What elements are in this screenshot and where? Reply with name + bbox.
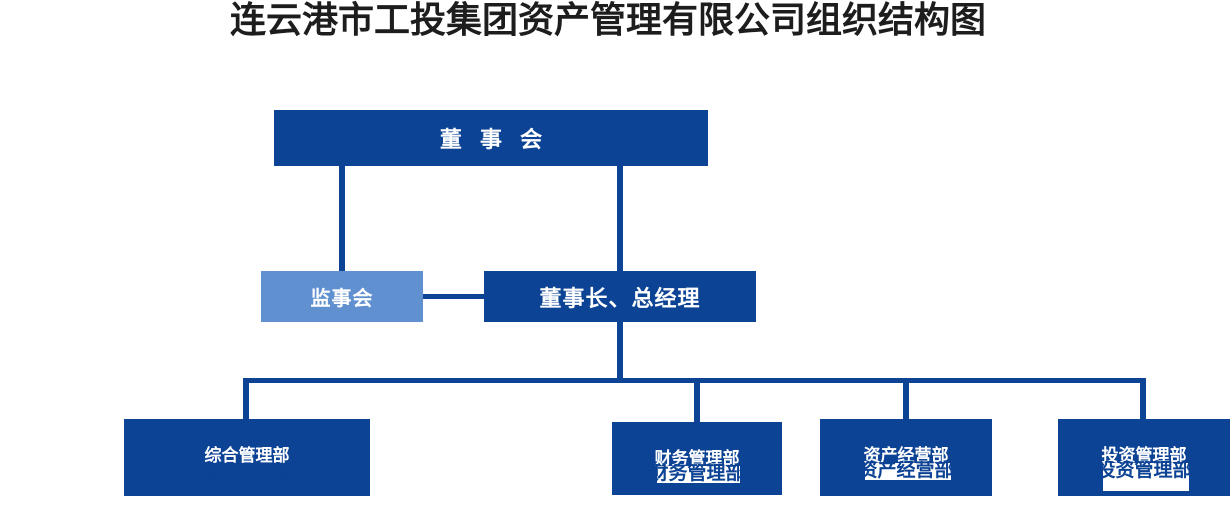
connector-drop-dept-3 <box>903 378 909 419</box>
node-supervisory-board[interactable]: 监事会 <box>261 271 423 322</box>
department-label-2: 财务管理部 <box>654 449 740 468</box>
department-overlay-label-3: 资产经营部 <box>858 461 954 480</box>
node-department-finance[interactable]: 财务管理部 财务管理部 <box>612 422 782 495</box>
page-title: 连云港市工投集团资产管理有限公司组织结构图 <box>230 0 987 40</box>
node-chairman-label: 董事长、总经理 <box>539 285 701 311</box>
node-department-general-management[interactable]: 综合管理部 <box>124 419 370 496</box>
department-overlay-label-1: 综合管理部 <box>199 464 295 483</box>
node-department-investment[interactable]: 投资管理部 投资管理部 <box>1058 419 1230 496</box>
department-label-4: 投资管理部 <box>1101 446 1187 465</box>
connector-drop-dept-2 <box>694 378 700 422</box>
department-overlay-box-3[interactable] <box>865 463 951 480</box>
connector-drop-dept-4 <box>1140 378 1146 419</box>
department-label-1: 综合管理部 <box>204 446 290 465</box>
node-chairman-general-manager[interactable]: 董事长、总经理 <box>484 271 756 322</box>
node-department-asset-operation[interactable]: 资产经营部 资产经营部 <box>820 419 992 496</box>
connector-board-to-chairman <box>617 166 623 272</box>
node-board-of-directors[interactable]: 董 事 会 <box>274 110 708 166</box>
connector-drop-dept-1 <box>243 378 249 419</box>
department-overlay-box-4[interactable] <box>1103 463 1189 491</box>
node-supervisory-board-label: 监事会 <box>310 288 374 310</box>
department-overlay-label-2: 财务管理部 <box>649 464 745 483</box>
connector-chairman-drop <box>617 322 623 378</box>
node-board-label: 董 事 会 <box>439 127 549 152</box>
connector-supervisor-to-chairman <box>423 294 484 299</box>
department-label-3: 资产经营部 <box>863 446 949 465</box>
connector-board-to-supervisor <box>339 166 345 272</box>
department-overlay-label-4: 投资管理部 <box>1096 461 1192 480</box>
department-overlay-box-2[interactable] <box>657 466 740 483</box>
